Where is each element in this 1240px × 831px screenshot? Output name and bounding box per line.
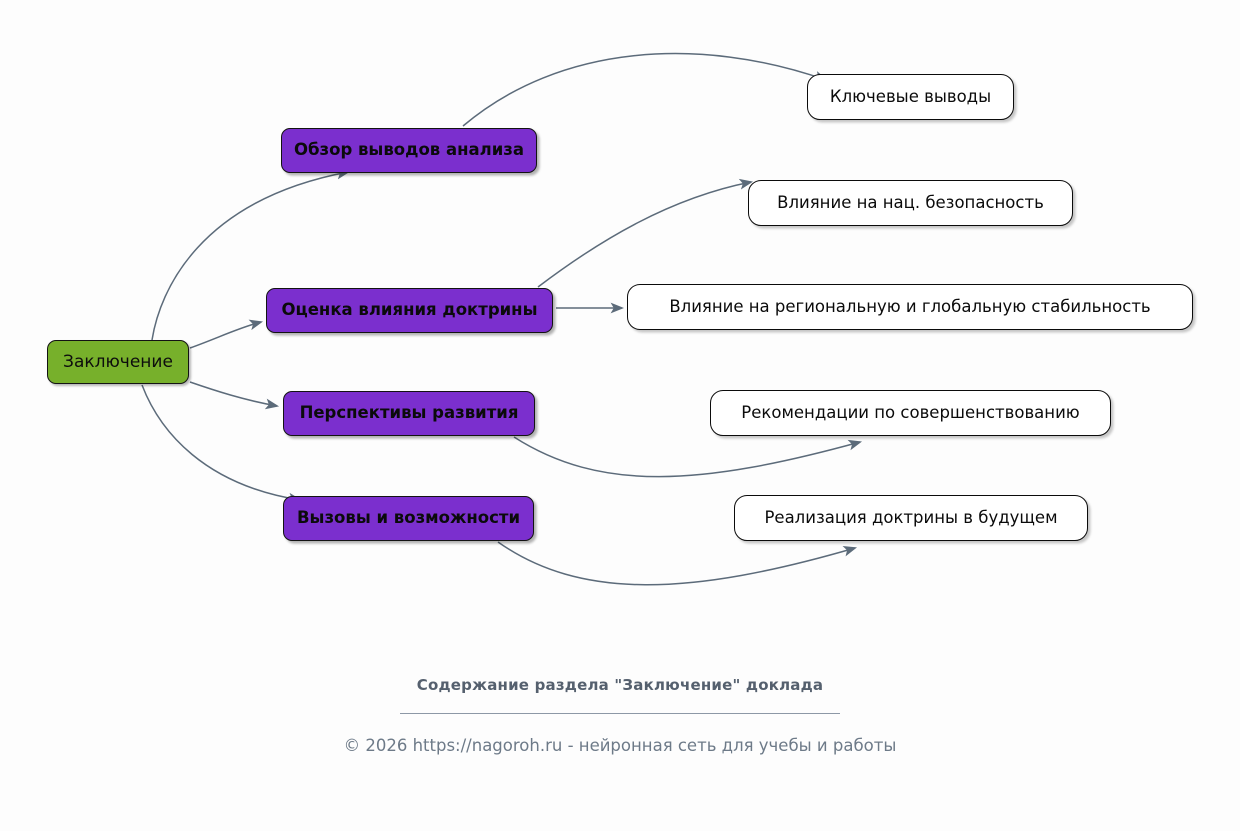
node-branch-4-label: Вызовы и возможности — [296, 508, 521, 528]
node-branch-2-label: Оценка влияния доктрины — [281, 300, 538, 320]
node-branch-3-label: Перспективы развития — [299, 403, 519, 423]
edge-branch-1-to-leaf-1 — [462, 52, 828, 127]
edge-root-to-branch-3 — [189, 381, 280, 410]
edge-root-to-branch-4 — [141, 384, 303, 504]
node-root-label: Заключение — [63, 351, 173, 372]
node-leaf-1-label: Ключевые выводы — [829, 86, 992, 106]
node-leaf-3-label: Влияние на региональную и глобальную ста… — [669, 296, 1151, 316]
edge-branch-3-to-leaf-4 — [513, 436, 863, 478]
edge-root-to-branch-2 — [189, 319, 264, 349]
node-leaf-vliyanie-na-stabilnost[interactable]: Влияние на региональную и глобальную ста… — [627, 284, 1193, 330]
diagram-caption: Содержание раздела "Заключение" доклада — [416, 676, 824, 694]
node-branch-obzor-vyvodov-analiza[interactable]: Обзор выводов анализа — [281, 128, 537, 173]
node-branch-ocenka-vliyaniya-doktriny[interactable]: Оценка влияния доктрины — [266, 288, 553, 333]
node-leaf-rekomendacii-po-sovershenstvovaniyu[interactable]: Рекомендации по совершенствованию — [710, 390, 1111, 436]
node-root[interactable]: Заключение — [47, 340, 189, 384]
footer-copyright: © 2026 https://nagoroh.ru - нейронная се… — [343, 736, 897, 755]
node-leaf-klyuchevye-vyvody[interactable]: Ключевые выводы — [807, 74, 1014, 120]
node-leaf-5-label: Реализация доктрины в будущем — [764, 507, 1058, 527]
edge-branch-4-to-leaf-5 — [497, 541, 858, 586]
footer-divider — [400, 713, 840, 714]
node-leaf-4-label: Рекомендации по совершенствованию — [741, 402, 1080, 422]
node-leaf-vliyanie-na-nac-bezopasnost[interactable]: Влияние на нац. безопасность — [748, 180, 1073, 226]
node-leaf-realizaciya-doktriny-v-budushchem[interactable]: Реализация доктрины в будущем — [734, 495, 1088, 541]
node-branch-1-label: Обзор выводов анализа — [293, 140, 525, 160]
node-leaf-2-label: Влияние на нац. безопасность — [777, 192, 1044, 212]
edge-branch-2-to-leaf-2 — [537, 178, 754, 288]
node-branch-perspektivy-razvitiya[interactable]: Перспективы развития — [283, 391, 535, 436]
node-branch-vyzovy-i-vozmozhnosti[interactable]: Вызовы и возможности — [283, 496, 534, 541]
